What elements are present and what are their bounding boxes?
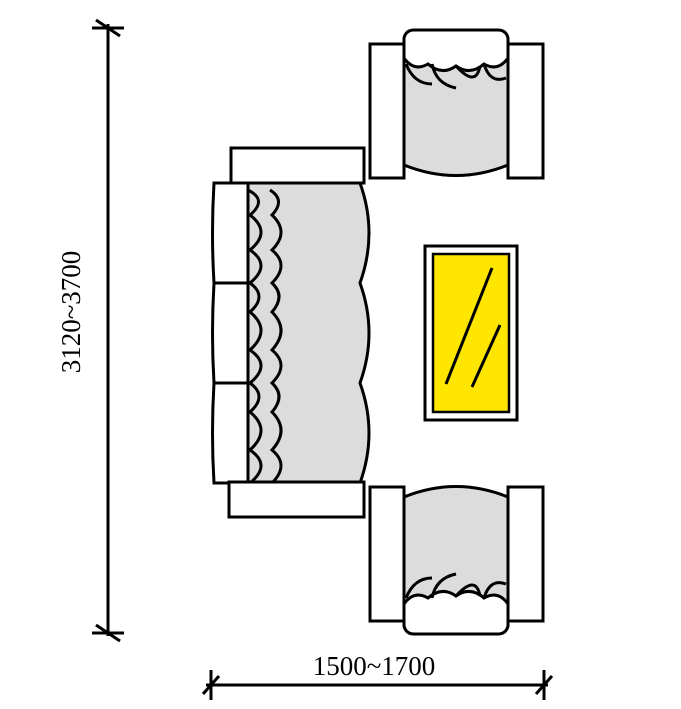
sofa-back-cushions xyxy=(247,188,263,485)
vertical-dimension-top-slash xyxy=(95,18,121,38)
armchair-bottom-back-cushions xyxy=(404,572,507,599)
sofa-arm-top xyxy=(229,146,366,185)
coffee-table-reflection-short xyxy=(470,324,502,388)
sofa-seat-front-edge xyxy=(269,188,283,485)
horizontal-dimension-label: 1500~1700 xyxy=(313,651,436,681)
armchair-bottom-arm-right xyxy=(506,485,545,623)
vertical-dimension-label: 3120~3700 xyxy=(56,251,86,374)
armchair-bottom-seat xyxy=(402,485,510,614)
sofa-arm-bottom xyxy=(227,480,366,519)
armchair-top-back-cushions xyxy=(404,63,507,90)
armchair-bottom-backrest xyxy=(402,590,510,636)
armchair-top xyxy=(368,28,545,180)
horizontal-dimension-right-slash xyxy=(534,675,554,695)
vertical-dimension: 3120~3700 xyxy=(56,18,124,643)
vertical-dimension-bottom-slash xyxy=(95,623,121,643)
three-seat-sofa xyxy=(211,146,371,519)
sofa-backrest xyxy=(211,181,250,485)
armchair-top-seat xyxy=(402,48,510,177)
armchair-top-arm-left xyxy=(368,42,406,180)
armchair-bottom-arm-left xyxy=(368,485,406,623)
coffee-table-reflection-long xyxy=(444,267,494,385)
horizontal-dimension-left-slash xyxy=(201,675,221,695)
armchair-bottom xyxy=(368,485,545,636)
armchair-top-arm-right xyxy=(506,42,545,180)
horizontal-dimension: 1500~1700 xyxy=(201,651,554,700)
armchair-top-backrest xyxy=(402,28,510,72)
sofa-seat xyxy=(246,181,371,485)
coffee-table xyxy=(423,244,519,422)
